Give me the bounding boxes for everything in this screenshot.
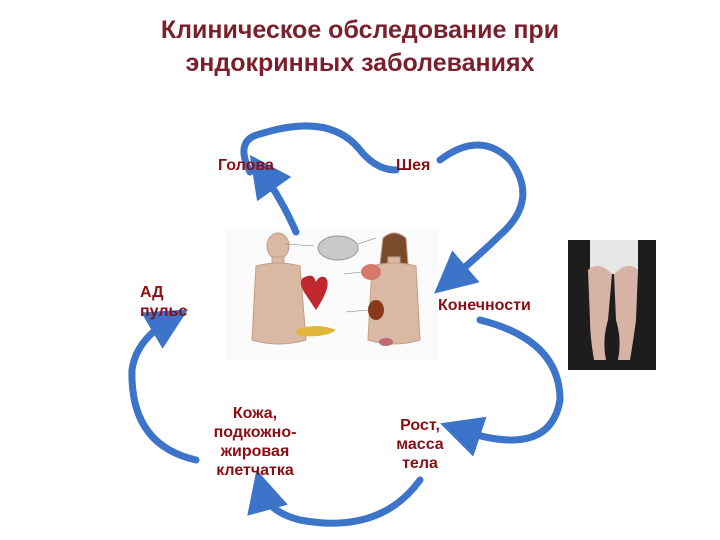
thyroid-gland	[361, 264, 381, 280]
label-neck: Шея	[396, 157, 431, 174]
legs-figure	[588, 240, 638, 360]
brain-gland	[317, 235, 359, 261]
arrow-head-to-neck	[240, 122, 400, 176]
title-line-1: Клиническое обследование при	[160, 16, 560, 44]
ovary-organ	[379, 338, 393, 346]
patient-legs-photo	[568, 240, 656, 370]
pancreas-organ	[296, 326, 336, 337]
arrow-skin-to-bp	[128, 309, 200, 464]
label-bp-pulse: АД пульс	[140, 284, 188, 320]
label-head: Голова	[218, 157, 274, 174]
heart-organ	[300, 275, 328, 310]
anatomy-figures	[251, 232, 421, 346]
label-skin: Кожа, подкожно- жировая клетчатка	[213, 405, 297, 479]
arrow-center-to-head	[249, 154, 300, 236]
label-growth: Рост, масса тела	[396, 417, 444, 472]
arrow-neck-to-limbs	[434, 141, 527, 294]
page-title: Клиническое обследование при эндокринных…	[0, 14, 720, 80]
title-line-2: эндокринных заболеваниях	[185, 49, 535, 77]
right-body-figure	[367, 232, 421, 345]
endocrine-glands-illustration	[226, 230, 438, 360]
left-body-figure	[251, 232, 307, 345]
label-limbs: Конечности	[438, 297, 531, 314]
arrow-limbs-to-growth	[440, 316, 564, 457]
arrow-growth-to-skin	[247, 469, 424, 527]
adrenal-gland	[368, 300, 384, 320]
